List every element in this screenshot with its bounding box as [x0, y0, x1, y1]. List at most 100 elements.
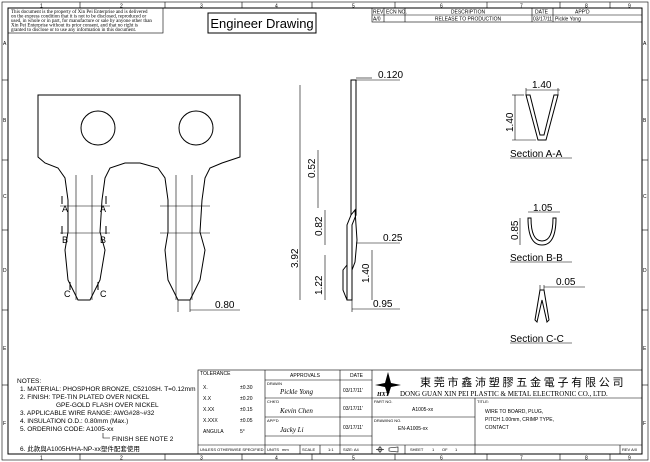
- dim-0-80: 0.80: [215, 300, 235, 311]
- sheet-size: SIZE: A4: [343, 447, 360, 452]
- section-marker-c-left: C: [64, 289, 71, 299]
- zone-columns-top: 1 2 3 4 5 6 7 8 9: [40, 2, 631, 10]
- drawn-label: DRAWN: [267, 381, 282, 386]
- dim-0-120: 0.120: [378, 70, 403, 81]
- tol-x-value: ±0.30: [240, 385, 253, 391]
- rev-value: A/0: [373, 17, 381, 23]
- disclaimer-line: This document is the property of Xin Pei…: [11, 10, 148, 15]
- zone-row-b-right: B: [643, 118, 647, 124]
- note-2: 2. FINISH: TPE-TIN PLATED OVER NICKEL: [20, 394, 150, 401]
- note-2b: GPE-GOLD FLASH OVER NICKEL: [56, 402, 159, 409]
- drawn-date: 03/17/11': [343, 388, 363, 394]
- zone-row-f-right: F: [643, 421, 646, 427]
- section-c-c-label: Section C-C: [510, 334, 564, 345]
- tolerance-footer: UNLESS OTHERWISE SPECIFIED: [200, 447, 264, 452]
- zone-row-d-right: D: [643, 268, 647, 274]
- ecn-header: ECN NO.: [386, 10, 407, 16]
- date-header: DATE: [535, 10, 549, 16]
- scale-value: 1:1: [328, 447, 334, 452]
- zone-row-a-right: A: [643, 41, 647, 47]
- zone-col-6: 6: [440, 4, 443, 10]
- drawing-no-label: DRAWING NO.: [374, 418, 401, 423]
- tol-xxxx-label: X.XXX: [203, 418, 218, 424]
- title-line-2: PITCH 1.00mm, CRIMP TYPE,: [485, 417, 554, 423]
- dim-0-82: 0.82: [314, 216, 325, 236]
- sheet-number: 1: [432, 447, 435, 452]
- checked-label: CHK'D: [267, 399, 279, 404]
- tol-xxx-label: X.XX: [203, 407, 215, 413]
- disclaimer-line: used, in whole or in part, for manufactu…: [11, 19, 152, 24]
- note-1: 1. MATERIAL: PHOSPHOR BRONZE, C5210SH. T…: [20, 386, 196, 393]
- rev-label: REV A/0: [622, 447, 638, 452]
- title-line-1: WIRE TO BOARD, PLUG,: [485, 409, 543, 415]
- checked-date: 03/17/11': [343, 406, 363, 412]
- zone-col-4-bottom: 4: [275, 456, 278, 462]
- zone-col-8: 8: [585, 4, 588, 10]
- appd-value: Pickle Yong: [555, 17, 581, 23]
- checked-name: Kevin Chen: [279, 407, 313, 415]
- dim-0-95: 0.95: [373, 299, 393, 310]
- title-block: [197, 369, 643, 455]
- zone-col-5: 5: [352, 4, 355, 10]
- section-marker-c-right: C: [100, 289, 107, 299]
- zone-row-c-right: C: [643, 194, 647, 200]
- tol-xx-label: X.X: [203, 396, 212, 402]
- dim-1-40-width: 1.40: [532, 80, 552, 91]
- zone-col-1: 1: [40, 4, 43, 10]
- section-a-a-view: [510, 88, 572, 159]
- zone-col-5-bottom: 5: [352, 456, 355, 462]
- section-c-c-view: [510, 285, 585, 344]
- zone-row-d: D: [3, 268, 7, 274]
- projection-symbol-icon: [376, 446, 399, 453]
- part-no-value: A1005-xx: [412, 407, 434, 413]
- approved-name: Jacky Li: [280, 426, 304, 434]
- zone-col-9: 9: [628, 4, 631, 10]
- zone-rows: A B C D E F A B C D E F: [2, 41, 648, 427]
- pilot-hole-left: [80, 110, 116, 146]
- company-name-chinese: 東 莞 市 鑫 沛 塑 膠 五 金 電 子 有 限 公 司: [420, 375, 624, 389]
- note-3: 3. APPLICABLE WIRE RANGE: AWG#28~#32: [20, 410, 155, 417]
- section-a-a-label: Section A-A: [510, 149, 563, 160]
- section-b-b-label: Section B-B: [510, 253, 563, 264]
- zone-row-b: B: [3, 118, 7, 124]
- zone-col-1-bottom: 1: [40, 456, 43, 462]
- dim-0-05: 0.05: [556, 277, 576, 288]
- title-box: [207, 12, 317, 34]
- dim-3-92: 3.92: [290, 248, 301, 268]
- appd-header: APP'D: [575, 10, 590, 16]
- section-marker-a-right: A: [100, 204, 106, 214]
- disclaimer-line: on the express condition that it is not …: [11, 15, 146, 20]
- units-label: UNITS: [267, 447, 279, 452]
- zone-col-6-bottom: 6: [440, 456, 443, 462]
- zone-row-f: F: [3, 421, 6, 427]
- zone-col-8-bottom: 8: [585, 456, 588, 462]
- zone-row-c: C: [3, 194, 7, 200]
- zone-col-7: 7: [520, 4, 523, 10]
- section-marker-a-left: A: [62, 204, 68, 214]
- dim-1-40-side: 1.40: [361, 263, 372, 283]
- dim-0-52: 0.52: [307, 158, 318, 178]
- zone-row-e-right: E: [643, 346, 647, 352]
- approvals-heading: APPROVALS: [290, 373, 321, 379]
- drawn-name: Pickle Yong: [279, 388, 313, 396]
- tol-xx-value: ±0.20: [240, 396, 253, 402]
- company-logo: HXT: [375, 372, 401, 398]
- zone-col-2: 2: [120, 4, 123, 10]
- note-6: 6. 此款與A1005H/HA-NP-xx塑件配套使用: [20, 444, 140, 453]
- note-5: 5. ORDERING CODE: A1005-xx: [20, 426, 114, 433]
- front-view: [37, 94, 241, 312]
- zone-col-3: 3: [200, 4, 203, 10]
- description-header: DESCRIPTION: [451, 10, 486, 16]
- sheet-of-label: OF: [442, 447, 448, 452]
- zone-col-7-bottom: 7: [520, 456, 523, 462]
- notes-heading: NOTES:: [17, 378, 41, 385]
- section-marker-b-left: B: [62, 235, 68, 245]
- title-label: TITLE:: [477, 399, 489, 404]
- tol-angle-label: ANGULA: [203, 429, 224, 435]
- dim-1-22: 1.22: [314, 275, 325, 295]
- drawing-no-value: EN-A1005-xx: [398, 426, 428, 432]
- zone-col-9-bottom: 9: [628, 456, 631, 462]
- notes-block: NOTES: 1. MATERIAL: PHOSPHOR BRONZE, C52…: [17, 378, 196, 453]
